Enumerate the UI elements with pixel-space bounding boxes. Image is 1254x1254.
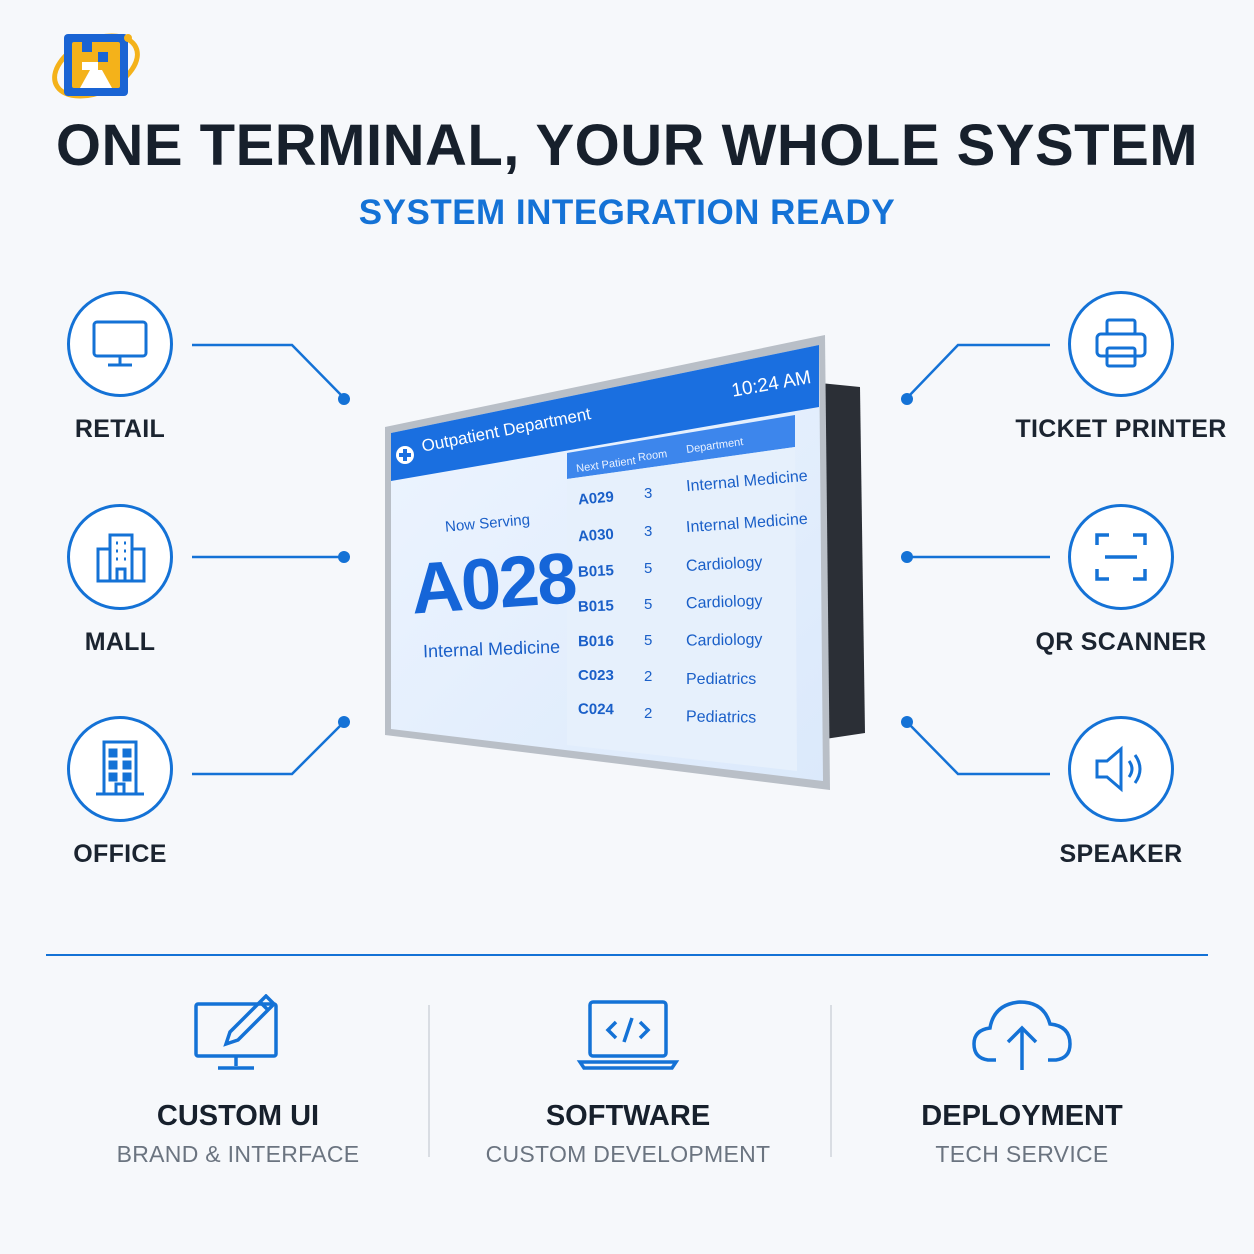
feature-label: SPEAKER [1059,840,1183,868]
subheadline: SYSTEM INTEGRATION READY [358,193,896,232]
printer-icon [1068,291,1174,397]
monitor-icon [67,291,173,397]
row-ticket: B016 [577,632,615,651]
feature-retail: RETAIL [5,291,235,444]
row-room: 5 [644,596,653,613]
service-title: CUSTOM UI [156,1100,320,1132]
row-department: Pediatrics [685,708,757,727]
speaker-icon [1068,716,1174,822]
service-title: SOFTWARE [545,1100,711,1132]
headline: ONE TERMINAL, YOUR WHOLE SYSTEM [55,113,1199,178]
feature-qr-scanner: QR SCANNER [1006,504,1236,657]
row-ticket: C023 [578,667,614,684]
row-ticket: B015 [577,562,615,581]
row-room: 3 [644,523,653,540]
service-subtitle: TECH SERVICE [935,1141,1109,1167]
row-ticket: A029 [577,488,615,509]
feature-office: OFFICE [5,716,235,869]
row-room: 5 [644,632,653,649]
feature-label: TICKET PRINTER [1015,415,1227,443]
feature-mall: MALL [5,504,235,657]
service-custom-ui: CUSTOM UI BRAND & INTERFACE [58,990,418,1168]
laptop-code-icon [448,990,808,1078]
row-department: Cardiology [685,631,763,650]
service-subtitle: CUSTOM DEVELOPMENT [485,1141,771,1167]
row-room: 2 [644,705,653,722]
section-divider [46,954,1208,956]
feature-label: RETAIL [74,415,166,443]
cloud-upload-icon [842,990,1202,1078]
now-serving-number: A028 [408,538,578,630]
row-department: Cardiology [685,592,763,613]
row-room: 5 [644,560,653,577]
row-room: 3 [644,485,653,502]
feature-label: MALL [84,628,156,656]
service-title: DEPLOYMENT [921,1100,1123,1132]
feature-speaker: SPEAKER [1006,716,1236,869]
row-ticket: A030 [577,525,615,546]
queue-display-monitor: Outpatient Department 10:24 AM Now Servi… [385,335,875,795]
service-deployment: DEPLOYMENT TECH SERVICE [842,990,1202,1168]
service-software: SOFTWARE CUSTOM DEVELOPMENT [448,990,808,1168]
row-ticket: C024 [577,700,615,719]
building-icon [67,504,173,610]
brand-logo [52,33,140,99]
qr-scan-icon [1068,504,1174,610]
feature-label: OFFICE [73,840,167,868]
feature-label: QR SCANNER [1035,628,1207,656]
office-building-icon [67,716,173,822]
column-separator [830,1005,832,1157]
feature-ticket-printer: TICKET PRINTER [1006,291,1236,444]
service-subtitle: BRAND & INTERFACE [116,1141,360,1167]
row-department: Pediatrics [686,671,757,688]
row-ticket: B015 [577,597,615,616]
column-separator [428,1005,430,1157]
row-room: 2 [644,668,653,685]
monitor-pen-icon [58,990,418,1078]
